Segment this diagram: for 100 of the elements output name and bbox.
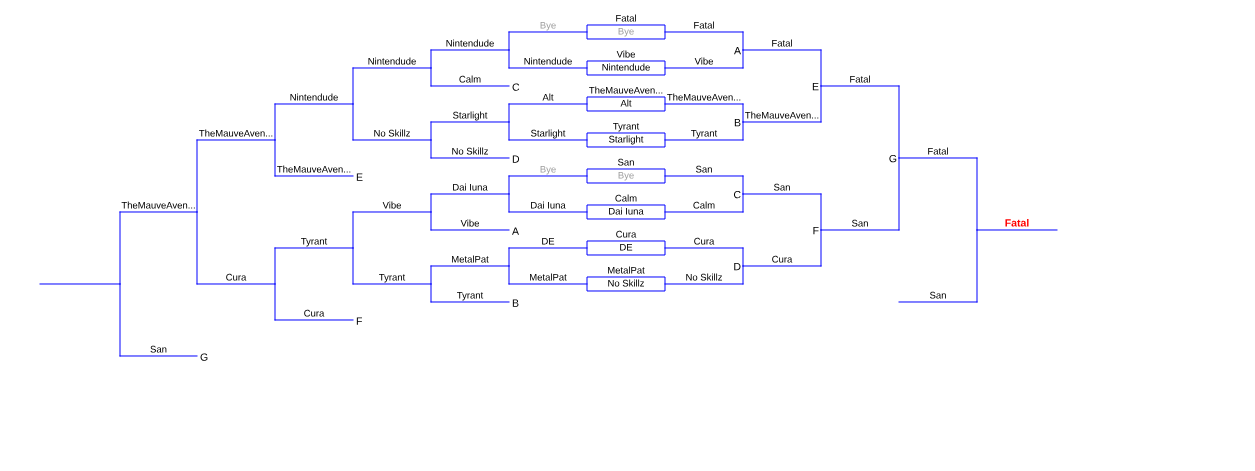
player-name: Fatal xyxy=(616,14,636,22)
player-name: Calm xyxy=(615,194,637,202)
bracket-line xyxy=(196,139,198,213)
bracket-letter: C xyxy=(512,83,520,91)
bracket-line xyxy=(508,247,510,267)
player-slot: Vibe xyxy=(664,57,744,69)
champion-slot: Fatal xyxy=(976,218,1058,231)
bracket-letter: F xyxy=(813,227,819,235)
bracket-line xyxy=(430,67,432,87)
player-slot: MetalPat xyxy=(508,273,588,285)
player-slot: Nintendude xyxy=(352,57,432,69)
bracket-line xyxy=(508,121,510,141)
player-slot: Nintendude xyxy=(508,57,588,69)
bracket-letter: D xyxy=(734,263,741,271)
player-slot: Dai Iuna xyxy=(508,201,588,213)
bracket-line xyxy=(742,193,744,213)
player-slot: Tyrant xyxy=(430,291,510,303)
player-slot: Fatal xyxy=(820,75,900,87)
player-slot: Dai Iuna xyxy=(430,183,510,195)
slot-line xyxy=(39,283,121,285)
player-slot: Bye xyxy=(508,21,588,33)
bracket-line xyxy=(742,247,744,267)
match-box: Alt xyxy=(586,96,666,112)
bracket-line xyxy=(898,157,900,231)
player-slot: TheMauveAven... xyxy=(664,93,744,105)
bracket-letter: A xyxy=(512,227,519,235)
player-slot: TheMauveAven... xyxy=(742,111,822,123)
bracket-line xyxy=(352,247,354,285)
bracket-line xyxy=(898,85,900,159)
player-slot: Starlight xyxy=(508,129,588,141)
player-slot: San xyxy=(119,345,198,357)
match-box: Starlight xyxy=(586,132,666,148)
bracket-line xyxy=(820,193,822,231)
bracket-letter: B xyxy=(734,119,741,127)
player-slot: DE xyxy=(508,237,588,249)
bracket-line xyxy=(742,103,744,123)
player-slot: Nintendude xyxy=(430,39,510,51)
player-slot: San xyxy=(664,165,744,177)
bracket-line xyxy=(742,31,744,51)
bracket-letter: C xyxy=(733,190,741,199)
bracket-line xyxy=(274,247,276,285)
bracket-line xyxy=(430,193,432,213)
player-slot: Calm xyxy=(664,201,744,213)
bracket-line xyxy=(274,139,276,177)
bracket-letter: G xyxy=(889,154,897,163)
player-name: San xyxy=(618,158,634,166)
player-slot: Vibe xyxy=(352,201,432,213)
bracket-line xyxy=(742,265,744,285)
player-name: Vibe xyxy=(616,50,635,58)
match-box: No Skillz xyxy=(586,276,666,292)
bracket-line xyxy=(119,211,121,285)
player-slot: Nintendude xyxy=(274,93,354,105)
bracket-line xyxy=(508,175,510,195)
bracket-line xyxy=(508,265,510,285)
bracket-line xyxy=(430,121,432,141)
bracket-line xyxy=(820,85,822,123)
bracket-line xyxy=(430,139,432,159)
player-slot: MetalPat xyxy=(430,255,510,267)
bracket-line xyxy=(274,103,276,141)
player-slot: TheMauveAven... xyxy=(196,129,276,141)
bracket-line xyxy=(274,283,276,321)
player-slot: San xyxy=(898,291,978,303)
match-box: Nintendude xyxy=(586,60,666,76)
bracket-letter: E xyxy=(812,83,819,91)
match-box: DE xyxy=(586,240,666,256)
player-slot: No Skillz xyxy=(430,147,510,159)
player-slot: Tyrant xyxy=(352,273,432,285)
player-slot: No Skillz xyxy=(664,273,744,285)
bracket-line xyxy=(742,175,744,195)
player-slot: Bye xyxy=(508,165,588,177)
match-box: Bye xyxy=(586,168,666,184)
bracket-line xyxy=(352,211,354,249)
bracket-line xyxy=(196,211,198,285)
bracket-line xyxy=(508,193,510,213)
bracket-line xyxy=(508,103,510,123)
bracket-line xyxy=(352,103,354,141)
player-slot: Fatal xyxy=(898,147,978,159)
player-slot: TheMauveAven... xyxy=(274,165,354,177)
bracket-letter: A xyxy=(734,47,741,55)
bracket-letter: D xyxy=(512,155,520,163)
bracket-line xyxy=(508,49,510,69)
bracket-line xyxy=(352,67,354,105)
player-slot: Cura xyxy=(664,237,744,249)
bracket-line xyxy=(820,49,822,87)
bracket-line xyxy=(430,283,432,303)
bracket-line xyxy=(742,121,744,141)
player-slot: Tyrant xyxy=(274,237,354,249)
bracket-line xyxy=(976,157,978,231)
player-slot: Vibe xyxy=(430,219,510,231)
player-slot: Cura xyxy=(274,309,354,321)
player-slot: Fatal xyxy=(664,21,744,33)
player-name: TheMauveAven... xyxy=(589,86,663,94)
bracket-line xyxy=(976,229,978,303)
player-slot: Cura xyxy=(196,273,276,285)
player-slot: San xyxy=(820,219,900,231)
player-name: Tyrant xyxy=(613,122,640,132)
bracket-line xyxy=(820,229,822,267)
bracket-line xyxy=(119,283,121,357)
bracket-line xyxy=(430,211,432,231)
player-name: MetalPat xyxy=(608,266,645,274)
